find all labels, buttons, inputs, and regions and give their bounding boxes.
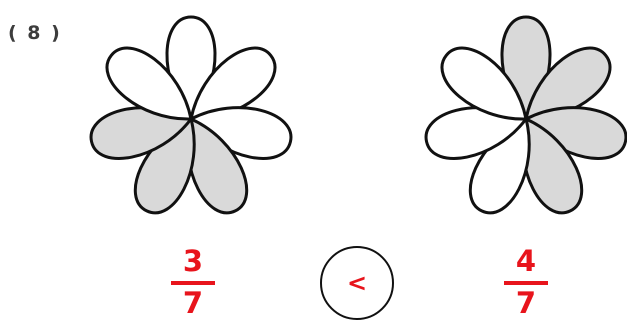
- flower-right-svg: [411, 4, 627, 234]
- fraction-left-denominator: 7: [163, 289, 223, 318]
- fraction-left-numerator: 3: [163, 247, 223, 279]
- fraction-left: 3 7: [163, 247, 223, 318]
- flower-right: [411, 4, 627, 234]
- fraction-right-denominator: 7: [496, 289, 556, 318]
- comparison-circle[interactable]: <: [320, 246, 394, 320]
- fraction-right-numerator: 4: [496, 247, 556, 279]
- flower-left-svg: [76, 4, 306, 234]
- fraction-left-bar: [171, 281, 215, 285]
- fraction-right-bar: [504, 281, 548, 285]
- comparison-sign: <: [347, 271, 367, 295]
- problem-number: ( 8 ): [8, 22, 62, 44]
- flower-left: [76, 4, 306, 234]
- fraction-right: 4 7: [496, 247, 556, 318]
